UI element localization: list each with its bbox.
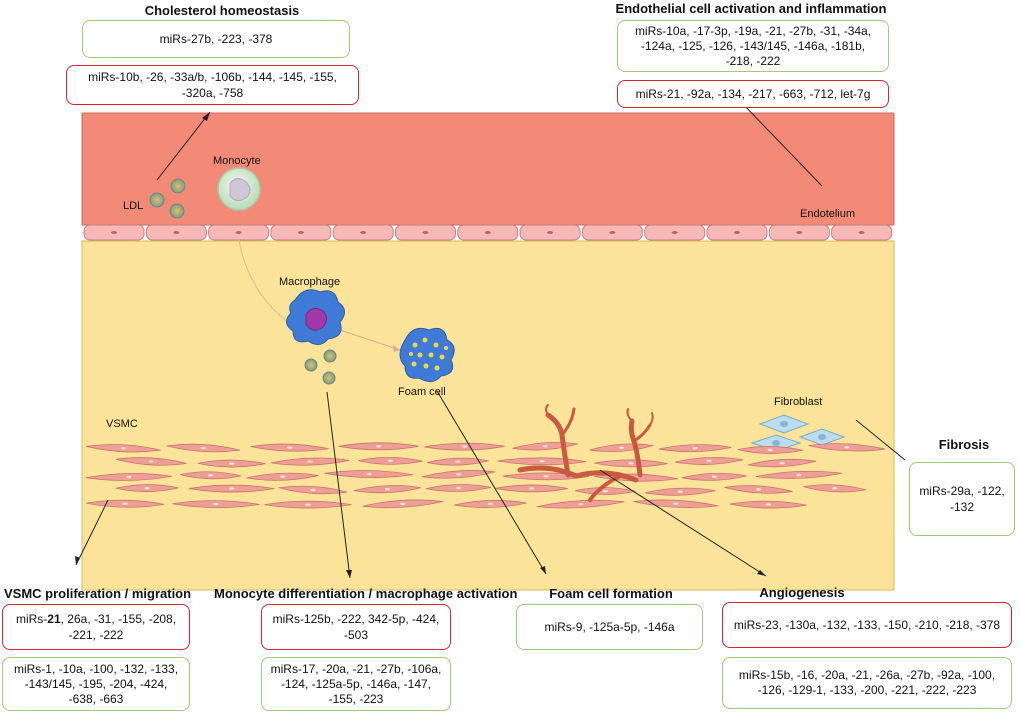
endothelial-nucleus xyxy=(671,231,678,234)
smooth-muscle-nucleus xyxy=(387,459,393,463)
foam-title: Foam cell formation xyxy=(549,586,673,601)
smooth-muscle-nucleus xyxy=(400,502,406,506)
smooth-muscle-nucleus xyxy=(487,502,493,506)
smooth-muscle-nucleus xyxy=(280,475,286,478)
endothelial-nucleus xyxy=(360,231,367,234)
foam-green-box: miRs-9, -125a-5p, -146a xyxy=(516,604,703,650)
label-foam-cell: Foam cell xyxy=(398,386,446,398)
smooth-muscle-nucleus xyxy=(229,462,235,465)
smooth-muscle-nucleus xyxy=(711,475,717,479)
macrophage-ldl xyxy=(304,349,337,385)
endothelial-nucleus xyxy=(858,231,865,234)
endothelial-nucleus xyxy=(609,231,616,234)
smooth-muscle-nucleus xyxy=(305,503,311,506)
smooth-muscle-nucleus xyxy=(543,475,549,478)
endothelial-nucleus xyxy=(547,231,554,234)
smooth-muscle-nucleus xyxy=(832,487,838,490)
endothelial-nucleus xyxy=(235,231,242,234)
smooth-muscle-nucleus xyxy=(765,503,771,506)
smooth-muscle-nucleus xyxy=(120,447,126,450)
monocyte-title: Monocyte differentiation / macrophage ac… xyxy=(214,586,518,601)
monocyte-green-box: miRs-17, -20a, -21, -27b, -106a, -124, -… xyxy=(261,657,451,711)
smooth-muscle-nucleus xyxy=(287,446,293,449)
smooth-muscle-nucleus xyxy=(366,472,372,476)
smooth-muscle-nucleus xyxy=(385,487,391,491)
cholesterol-red-box: miRs-10b, -26, -33a/b, -106b, -144, -145… xyxy=(66,65,359,105)
endothelial-nucleus xyxy=(111,231,117,234)
endothelial-green-box: miRs-10a, -17-3p, -19a, -21, -27b, -31, … xyxy=(617,20,889,72)
vsmc-title: VSMC proliferation / migration xyxy=(4,586,192,601)
fibrosis-title: Fibrosis xyxy=(938,437,990,452)
monocyte-red-box: miRs-125b, -222, 342-5p, -424, -503 xyxy=(261,604,451,650)
foam-cell xyxy=(399,327,455,382)
smooth-muscle-nucleus xyxy=(462,445,468,448)
smooth-muscle-nucleus xyxy=(456,473,462,476)
macrophage-to-foam-path xyxy=(339,329,401,351)
connector-lines xyxy=(75,101,906,579)
angiogenesis-green-box: miRs-15b, -16, -20a, -21, -26a, -27b, -9… xyxy=(722,657,1012,709)
smooth-muscle-nucleus xyxy=(310,488,316,492)
endothelial-nucleus xyxy=(173,231,180,234)
endothelial-nucleus xyxy=(422,231,429,234)
cholesterol-title: Cholesterol homeostasis xyxy=(144,3,300,18)
smooth-muscle-nucleus xyxy=(529,487,535,490)
smooth-muscle-nucleus xyxy=(673,502,679,505)
smooth-muscle-nucleus xyxy=(229,487,235,490)
smooth-muscle-nucleus xyxy=(796,473,802,477)
capillaries xyxy=(517,404,654,502)
label-macrophage: Macrophage xyxy=(279,276,341,288)
smooth-muscle-nucleus xyxy=(456,486,462,490)
smooth-muscle-nucleus xyxy=(122,502,128,505)
angiogenesis-red-box: miRs-23, -130a, -132, -133, -150, -210, … xyxy=(722,602,1012,648)
smooth-muscle-nucleus xyxy=(628,462,634,465)
smooth-muscle-nucleus xyxy=(455,460,461,463)
label-endotelium: Endotelium xyxy=(800,208,856,220)
label-monocyte: Monocyte xyxy=(213,155,261,167)
smooth-muscle-nucleus xyxy=(706,459,712,463)
macrophage-cell xyxy=(286,289,345,345)
label-ldl: LDL xyxy=(123,200,144,212)
smooth-muscle-nucleus xyxy=(677,490,683,493)
smooth-muscle-nucleus xyxy=(144,486,150,490)
vsmc-red-box: miRs-21, 26a, -31, -155, -208, -221, -22… xyxy=(2,604,190,650)
label-fibroblast: Fibroblast xyxy=(774,396,823,408)
endothelial-nucleus xyxy=(297,231,304,234)
smooth-muscle-nucleus xyxy=(200,446,206,450)
vessel-intima xyxy=(81,240,895,591)
smooth-muscle-nucleus xyxy=(208,474,214,477)
smooth-muscle-nucleus xyxy=(756,488,762,491)
endothelium-layer xyxy=(83,224,893,241)
fibrosis-green-box: miRs-29a, -122, -132 xyxy=(909,462,1015,536)
smooth-muscle-nucleus xyxy=(692,447,698,450)
smooth-muscle-nucleus xyxy=(602,489,608,493)
smooth-muscle-nucleus xyxy=(767,448,773,452)
smooth-muscle-nucleus xyxy=(126,475,132,479)
endothelial-nucleus xyxy=(484,231,491,234)
smooth-muscle-nucleus xyxy=(542,445,548,448)
vessel-lumen xyxy=(81,112,895,226)
smooth-muscle-nucleus xyxy=(376,445,382,448)
smooth-muscle-nucleus xyxy=(148,460,154,463)
smooth-muscle-nucleus xyxy=(779,461,785,465)
endothelial-nucleus xyxy=(796,231,803,234)
monocyte-cell xyxy=(217,167,261,211)
smooth-muscle-nucleus xyxy=(307,460,313,463)
vsmc-red-text: miRs-21, 26a, -31, -155, -208, -221, -22… xyxy=(15,612,177,642)
endothelial-nucleus xyxy=(734,231,740,234)
angiogenesis-title: Angiogenesis xyxy=(759,585,845,600)
cholesterol-green-box: miRs-27b, -223, -378 xyxy=(82,20,350,58)
vsmc-green-box: miRs-1, -10a, -100, -132, -133, -143/145… xyxy=(2,657,190,711)
smooth-muscle-nucleus xyxy=(618,446,624,449)
smooth-muscle-nucleus xyxy=(844,446,850,449)
label-vsmc: VSMC xyxy=(106,418,138,430)
smooth-muscle-nucleus xyxy=(578,502,584,506)
ldl-particles xyxy=(149,178,186,219)
endothelial-title: Endothelial cell activation and inflamma… xyxy=(615,1,887,16)
smooth-muscle-nucleus xyxy=(539,460,545,463)
endothelial-red-box: miRs-21, -92a, -134, -217, -663, -712, l… xyxy=(617,80,889,108)
smooth-muscle-nucleus xyxy=(213,502,219,506)
arrowheads xyxy=(75,112,766,578)
